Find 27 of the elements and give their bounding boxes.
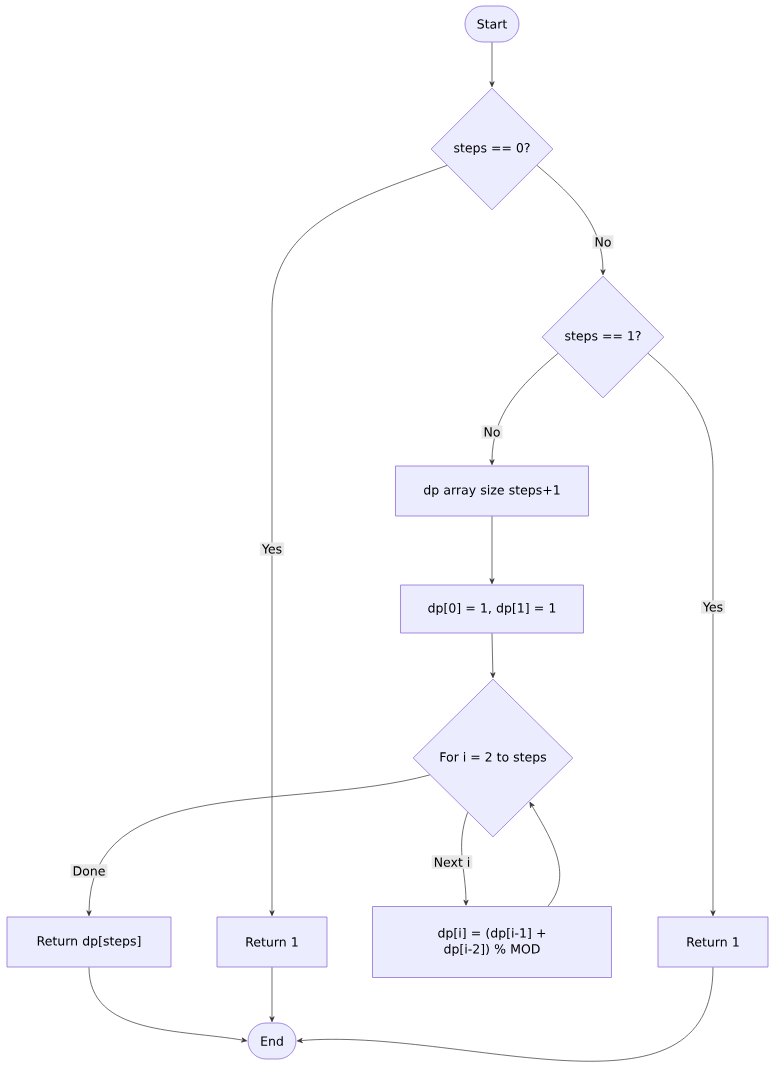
terminal-node: Start — [464, 5, 520, 43]
arrow — [269, 967, 275, 1023]
arrow — [489, 516, 495, 585]
edge-label: No — [592, 235, 614, 249]
process-box: dp array size steps+1 — [395, 465, 589, 517]
arrow — [296, 967, 714, 1062]
arrow — [489, 353, 559, 466]
process-box: Return 1 — [216, 916, 328, 968]
arrow — [461, 812, 469, 906]
process-box: Return 1 — [657, 916, 769, 968]
edge-label: No — [481, 425, 503, 439]
arrow — [88, 967, 248, 1043]
arrow — [647, 353, 716, 917]
arrow — [529, 801, 561, 907]
process-box: Return dp[steps] — [6, 916, 172, 968]
edge-label: Next i — [431, 855, 473, 869]
arrow — [536, 165, 606, 276]
arrow — [490, 633, 496, 679]
edge-label: Yes — [700, 600, 726, 614]
arrow — [489, 42, 495, 88]
arrow — [269, 165, 448, 917]
terminal-node: End — [247, 1022, 297, 1060]
arrow — [86, 774, 431, 917]
process-box: dp[0] = 1, dp[1] = 1 — [400, 584, 584, 634]
process-box: dp[i] = (dp[i-1] + dp[i-2]) % MOD — [372, 906, 612, 978]
edge-label: Done — [70, 864, 108, 878]
edge-label: Yes — [259, 542, 285, 556]
